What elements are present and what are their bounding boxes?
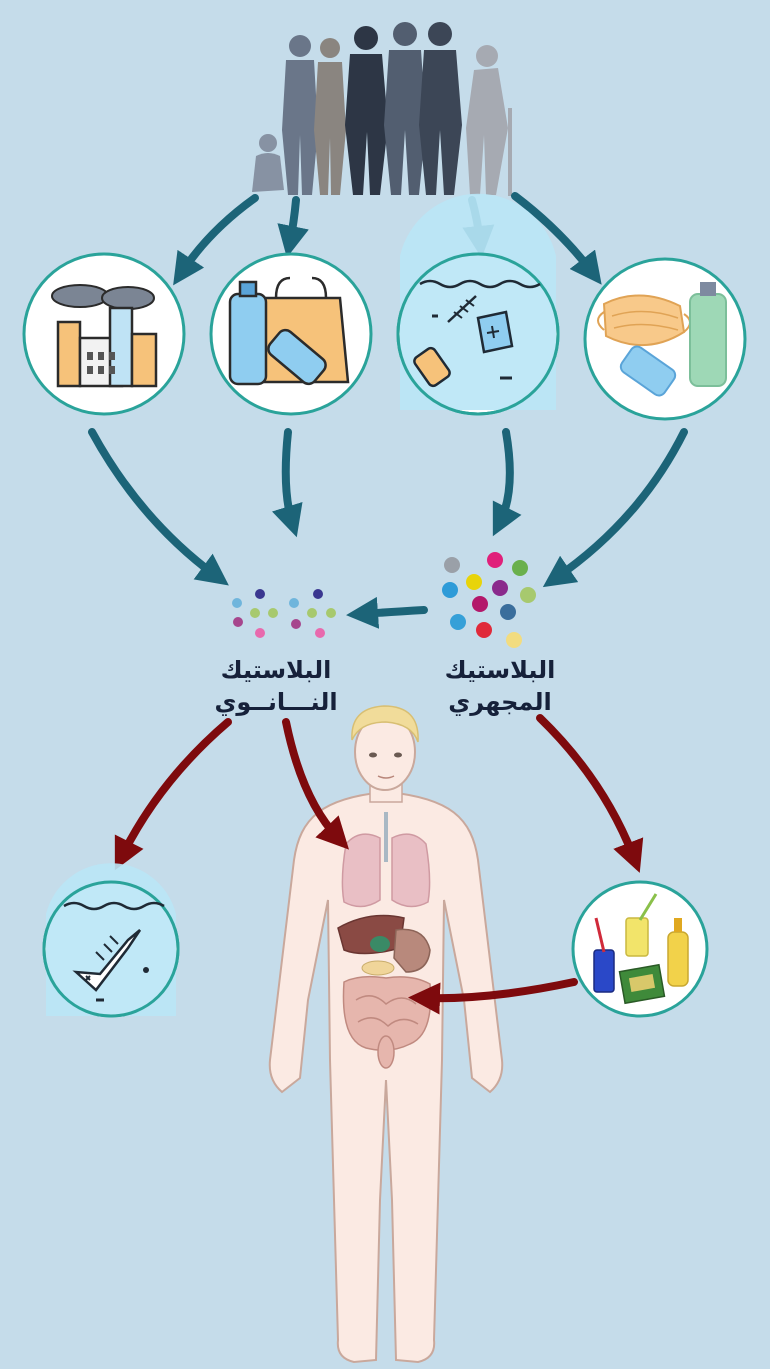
plastic-packaging-icon <box>209 252 373 416</box>
nanoplastic-particles-icon <box>232 589 336 638</box>
ocean-plastic-waste-icon <box>396 193 560 416</box>
microplastic-label-line1: البلاستيك <box>444 656 556 684</box>
nanoplastic-label-line1: البلاستيك <box>220 656 332 684</box>
microplastic-label: البلاستيك المجهري <box>400 654 600 718</box>
microplastic-particles-icon <box>442 552 536 648</box>
food-drinks-icon <box>571 880 709 1018</box>
pathway-arrows <box>88 428 688 629</box>
dead-fish-icon <box>42 863 180 1018</box>
human-body-organs-icon <box>268 705 504 1364</box>
nanoplastic-label: البلاستيك النـــانــوي <box>176 654 376 718</box>
microplastic-label-line2: المجهري <box>448 688 552 716</box>
exposure-arrows <box>114 714 644 1015</box>
nanoplastic-label-line2: النـــانــوي <box>214 688 338 716</box>
people-silhouettes-icon <box>252 22 512 196</box>
factory-pollution-icon <box>22 252 186 416</box>
mask-bottle-icon <box>583 257 747 421</box>
